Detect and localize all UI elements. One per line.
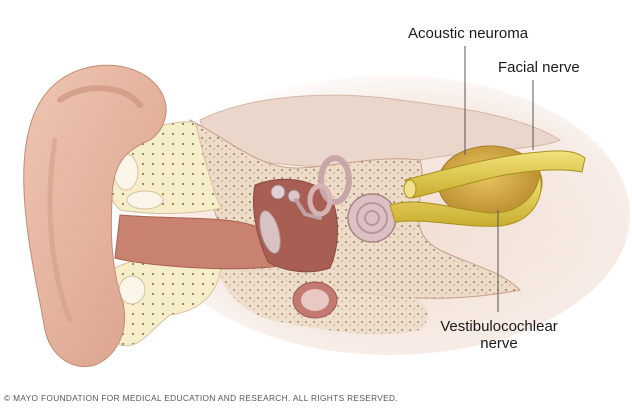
copyright-notice: © MAYO FOUNDATION FOR MEDICAL EDUCATION …	[4, 393, 399, 403]
malleus	[270, 184, 286, 200]
facial-nerve-cut-end	[403, 179, 417, 199]
facial-nerve	[404, 150, 586, 199]
cochlea	[347, 193, 397, 243]
antihelix-fold	[47, 137, 73, 323]
helix-fold	[57, 85, 143, 108]
label-vestibulocochlear-line2: nerve	[480, 335, 518, 352]
label-facial-nerve: Facial nerve	[498, 59, 580, 76]
carotid-lumen	[301, 289, 329, 311]
air-cell	[126, 190, 164, 210]
label-vestibulocochlear-line1: Vestibulocochlear	[440, 318, 558, 335]
semicircular-canal	[307, 183, 333, 217]
stapes	[294, 198, 322, 220]
eardrum	[259, 210, 281, 254]
label-vestibulocochlear-nerve: Vestibulocochlear nerve	[428, 318, 570, 352]
cochlea-spiral	[364, 210, 380, 226]
vestibulocochlear-nerve	[389, 174, 542, 227]
air-cell	[118, 275, 146, 305]
cochlea-spiral	[356, 202, 388, 234]
label-acoustic-neuroma: Acoustic neuroma	[408, 25, 529, 42]
semicircular-canal	[318, 155, 352, 205]
